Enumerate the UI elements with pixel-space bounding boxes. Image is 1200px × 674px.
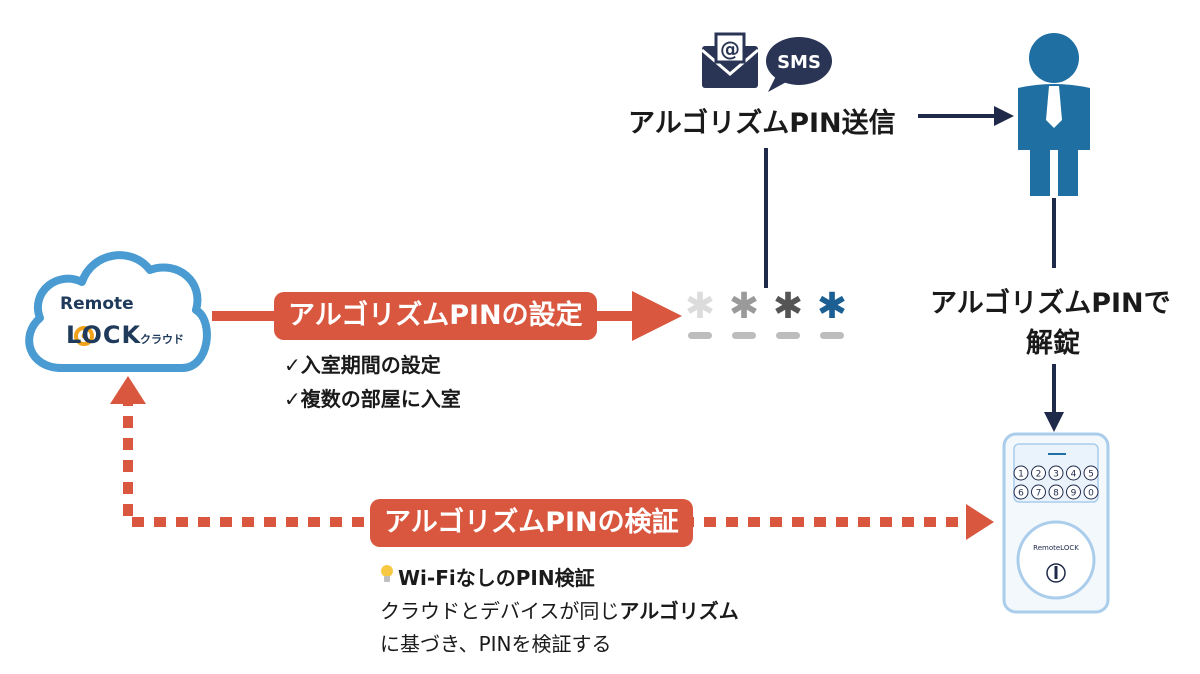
cloud-icon (25, 251, 211, 372)
setting-pill: アルゴリズムPINの設定 (274, 292, 597, 340)
keypad-key-3[interactable] (1048, 465, 1064, 481)
pin-underline-4 (820, 332, 844, 339)
keypad-key-label: 0 (1088, 489, 1094, 499)
pin-star-3: ✱ (773, 286, 803, 327)
verify-pill: アルゴリズムPINの検証 (370, 499, 693, 547)
pin-star-2: ✱ (729, 286, 759, 327)
smart-lock-icon: 1 2 3 4 5 6 7 8 9 0 RemoteLOCK (1002, 432, 1110, 614)
keypad-key-9[interactable] (1066, 484, 1081, 500)
keypad-key-4[interactable] (1066, 465, 1081, 481)
keypad-key-label: 6 (1018, 489, 1024, 499)
pin-star-1: ✱ (685, 286, 715, 327)
unlock-label-line1: アルゴリズムPINで (930, 288, 1171, 319)
verify-note-line1-normal: クラウドとデバイスが同じ (380, 599, 620, 623)
lock-mark-icon (74, 326, 94, 346)
setting-bullet-1: ✓入室期間の設定 (284, 353, 441, 377)
keypad-key-8[interactable] (1048, 484, 1064, 500)
person-icon (1018, 33, 1090, 196)
keypad-key-2[interactable] (1031, 465, 1046, 481)
keypad-key-6[interactable] (1013, 484, 1029, 500)
verify-note-title: Wi-FiなしのPIN検証 (398, 566, 595, 590)
unlock-label-line2: 解錠 (1026, 328, 1080, 359)
pin-underline-2 (732, 332, 756, 339)
keypad-key-1[interactable] (1013, 465, 1029, 481)
cloud-brand-line2: LOCK (66, 321, 142, 349)
cloud-brand-line1: Remote (60, 294, 134, 314)
keypad-key-label: 7 (1036, 489, 1042, 499)
sms-icon: SMS (766, 37, 832, 92)
email-at-symbol: @ (720, 37, 740, 61)
keypad-key-label: 9 (1071, 489, 1077, 499)
keypad-key-7[interactable] (1031, 484, 1046, 500)
pin-star-4: ✱ (817, 286, 847, 327)
pin-display: ✱ ✱ ✱ ✱ (685, 286, 847, 339)
keypad-key-label: 1 (1018, 470, 1024, 480)
keypad-key-label: 2 (1036, 470, 1042, 480)
cloud-brand-suffix: クラウド (140, 333, 184, 346)
keypad-key-label: 3 (1053, 470, 1059, 480)
lock-brand: RemoteLOCK (1033, 544, 1079, 552)
keypad-key-label: 5 (1088, 470, 1094, 480)
verify-note-line1-bold: アルゴリズム (619, 599, 739, 623)
send-label: アルゴリズムPIN送信 (628, 108, 896, 139)
keypad-key-label: 8 (1053, 489, 1059, 499)
bulb-icon (380, 564, 394, 582)
keypad-key-label: 4 (1071, 470, 1077, 480)
setting-bullet-2: ✓複数の部屋に入室 (284, 387, 461, 411)
keypad-key-0[interactable] (1083, 484, 1099, 500)
keypad: 1 2 3 4 5 6 7 8 9 0 (1013, 465, 1099, 500)
verify-arrow-head-right-icon (966, 504, 994, 540)
email-icon: @ (701, 32, 759, 88)
verify-note-line2: に基づき、PINを検証する (380, 632, 612, 656)
verify-note-line1: クラウドとデバイスが同じアルゴリズム (380, 595, 739, 624)
pin-underline-3 (776, 332, 800, 339)
sms-label: SMS (777, 52, 821, 73)
keypad-key-5[interactable] (1083, 465, 1099, 481)
pin-underline-1 (688, 332, 712, 339)
verify-arrow-head-up-icon (110, 376, 146, 404)
